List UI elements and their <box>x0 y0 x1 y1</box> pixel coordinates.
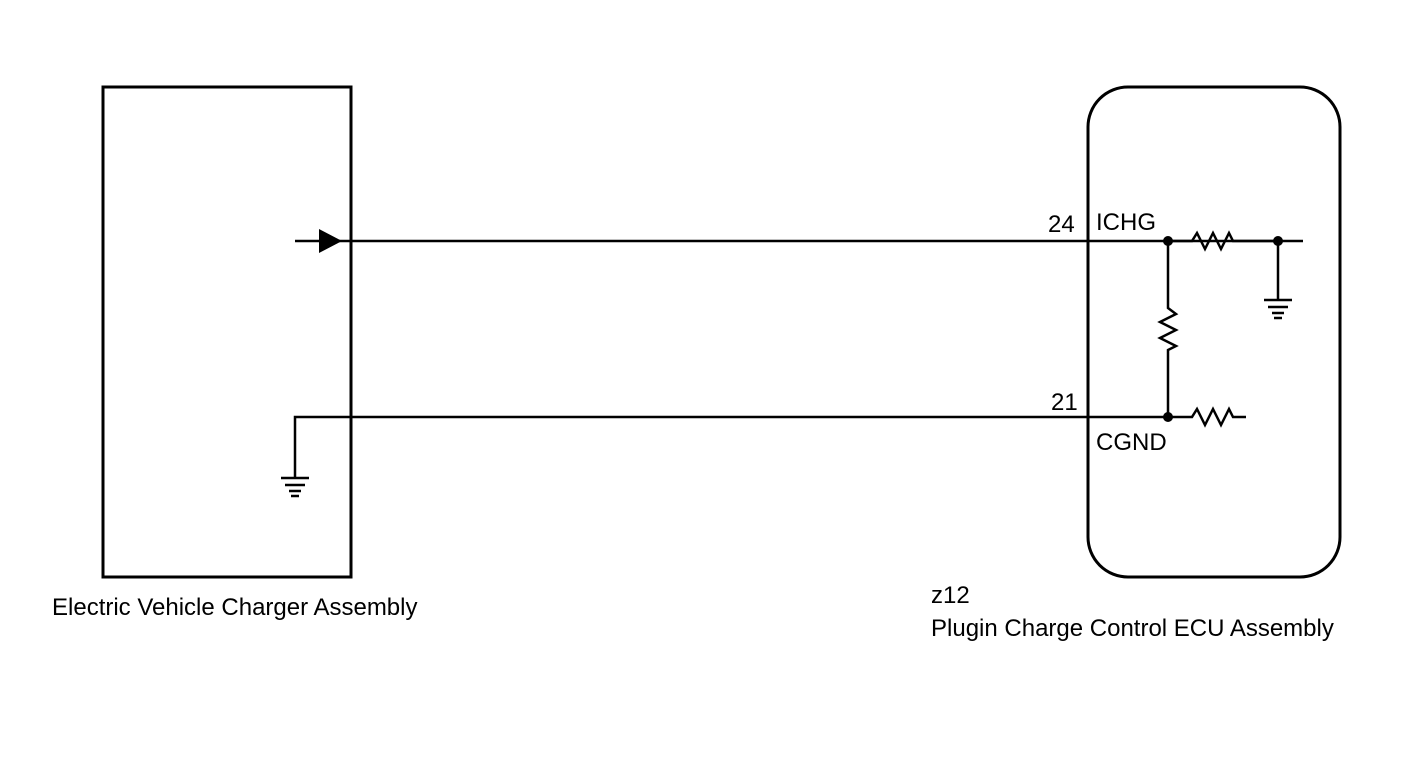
cgnd-junction-node <box>1163 412 1173 422</box>
ichg-resistor-icon <box>1168 230 1278 252</box>
charger-ground-icon <box>281 476 309 498</box>
ground-junction-node <box>1273 236 1283 246</box>
ecu-ground-icon <box>1264 298 1292 320</box>
cgnd-pin-number: 21 <box>1051 389 1078 416</box>
cgnd-resistor-icon <box>1168 406 1246 428</box>
ichg-pin-label: ICHG <box>1096 209 1156 236</box>
cgnd-pin-label: CGND <box>1096 429 1167 456</box>
ecu-connector-id: z12 <box>931 582 970 609</box>
ichg-junction-node <box>1163 236 1173 246</box>
vertical-resistor-icon <box>1157 241 1179 417</box>
ichg-pin-number: 24 <box>1048 211 1075 238</box>
cgnd-wire <box>293 415 1170 478</box>
charger-assembly-box <box>101 85 353 579</box>
ecu-assembly-box <box>1086 85 1342 579</box>
signal-arrow-icon <box>319 229 342 253</box>
charger-assembly-label: Electric Vehicle Charger Assembly <box>52 594 417 621</box>
ecu-assembly-label: Plugin Charge Control ECU Assembly <box>931 615 1334 642</box>
